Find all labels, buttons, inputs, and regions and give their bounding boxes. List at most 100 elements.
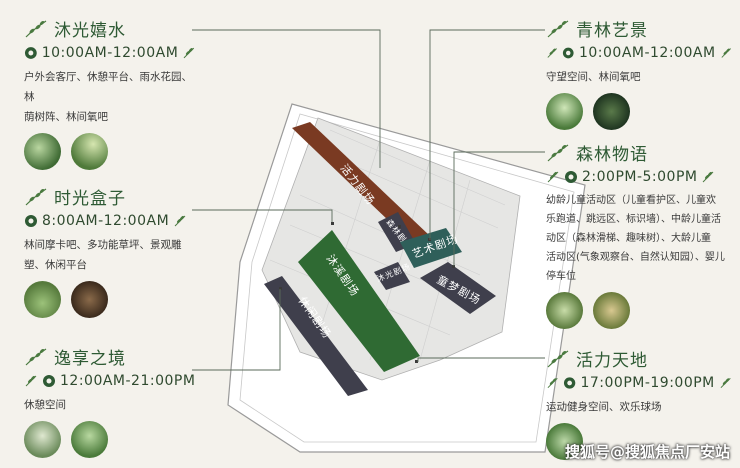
leaf-icon — [174, 215, 186, 227]
zone-label-xiuxian: 休闲剧场 — [296, 294, 335, 341]
zone-huoli — [292, 122, 430, 246]
photo-thumbnail — [71, 133, 108, 170]
flower-icon — [565, 171, 577, 183]
panel-sen-lin: 森林物语 2:00PM-5:00PM 幼龄儿童活动区（儿童看护区、儿童欢 乐跑道… — [546, 140, 734, 329]
panel-title-row: 青林艺景 — [546, 16, 732, 41]
panel-title: 沐光嬉水 — [54, 21, 126, 41]
leader-shi-guang — [192, 209, 333, 222]
panel-description: 林间摩卡吧、多功能草坪、景观雕 塑、休闲平台 — [24, 239, 182, 271]
panel-title: 森林物语 — [576, 145, 648, 165]
panel-title: 逸享之境 — [54, 349, 126, 369]
panel-mu-guang: 沐光嬉水 10:00AM-12:00AM 户外会客厅、休憩平台、雨水花园、林 荫… — [24, 16, 196, 170]
opening-time: 17:00PM-19:00PM — [580, 375, 715, 391]
flower-icon — [24, 47, 37, 59]
sprig-icon — [547, 144, 569, 161]
leader-yi-xiang — [192, 289, 281, 371]
zone-label-tongmeng: 童梦剧场 — [435, 272, 484, 307]
opening-time: 8:00AM-12:00AM — [42, 213, 170, 229]
site-boundary — [227, 103, 586, 453]
flower-icon — [564, 377, 576, 389]
panel-shi-guang: 时光盒子 8:00AM-12:00AM 林间摩卡吧、多功能草坪、景观雕 塑、休闲… — [24, 184, 196, 318]
panel-yi-xiang: 逸享之境 12:00AM-21:00PM 休憩空间 — [24, 344, 196, 458]
flower-icon — [43, 375, 55, 387]
photo-thumbnail — [24, 421, 61, 458]
opening-time: 10:00AM-12:00AM — [578, 45, 716, 61]
leaf-icon — [703, 171, 714, 183]
time-row: 2:00PM-5:00PM — [546, 169, 734, 185]
panel-qing-lin: 青林艺景 10:00AM-12:00AM 守望空间、林间氧吧 — [546, 16, 732, 130]
zone-label-muxi: 沐溪剧场 — [324, 252, 363, 299]
photo-thumbnail — [24, 281, 61, 318]
photo-thumbnail — [71, 421, 108, 458]
photo-thumbnail — [546, 423, 583, 460]
site-inner-boundary — [239, 113, 575, 443]
zone-tongmeng — [420, 262, 496, 314]
plan-gridlines — [269, 129, 506, 361]
leaf-icon — [25, 375, 37, 387]
panel-description: 休憩空间 — [24, 399, 66, 411]
panel-title: 活力天地 — [576, 351, 648, 371]
panel-description: 守望空间、林间氧吧 — [546, 71, 641, 83]
time-row: 8:00AM-12:00AM — [24, 213, 196, 229]
leader-qing-lin — [429, 29, 545, 240]
leaf-icon — [547, 48, 558, 58]
zone-muxi — [298, 230, 420, 372]
photo-thumbnail — [593, 292, 630, 329]
panel-title-row: 沐光嬉水 — [24, 16, 196, 41]
zone-xiuxian — [264, 276, 368, 396]
opening-time: 12:00AM-21:00PM — [60, 373, 196, 389]
sprig-icon — [547, 350, 569, 367]
opening-time: 2:00PM-5:00PM — [582, 169, 698, 185]
photo-thumbnail — [24, 133, 61, 170]
leader-mu-guang — [192, 29, 381, 168]
panel-description: 幼龄儿童活动区（儿童看护区、儿童欢 乐跑道、跳远区、标识墙）、中龄儿童活 动区（… — [546, 195, 725, 282]
panel-description: 户外会客厅、休憩平台、雨水花园、林 荫树阵、林间氧吧 — [24, 71, 192, 123]
opening-time: 10:00AM-12:00AM — [41, 45, 179, 61]
panel-huo-li: 活力天地 17:00PM-19:00PM 运动健身空间、欢乐球场 — [546, 346, 732, 460]
thumbnail-row — [546, 93, 732, 130]
zone-label-senlin: 森林剧场 — [384, 217, 414, 252]
thumbnail-row — [24, 281, 196, 318]
photo-thumbnail — [546, 292, 583, 329]
photo-thumbnail — [71, 281, 108, 318]
sprig-icon — [25, 20, 47, 37]
photo-thumbnail — [546, 93, 583, 130]
panel-title-row: 森林物语 — [546, 140, 734, 165]
zone-label-huoli: 活力剧场 — [338, 161, 379, 207]
zone-yishu — [400, 228, 462, 268]
leaf-icon — [720, 48, 731, 58]
time-row: 17:00PM-19:00PM — [546, 375, 732, 391]
sprig-icon — [547, 20, 569, 37]
leaf-icon — [183, 47, 195, 59]
time-row: 10:00AM-12:00AM — [24, 45, 196, 61]
sprig-icon — [25, 188, 47, 205]
leaf-icon — [720, 377, 731, 389]
zone-senlin — [378, 212, 416, 252]
thumbnail-row — [24, 421, 196, 458]
zone-label-muguang: 沐光剧场 — [375, 261, 412, 284]
watermark: 搜狐号@搜狐焦点厂安站 — [564, 443, 730, 461]
thumbnail-row — [546, 292, 734, 329]
panel-title: 青林艺景 — [576, 21, 648, 41]
leader-huo-li — [417, 357, 545, 362]
time-row: 10:00AM-12:00AM — [546, 45, 732, 61]
panel-title-row: 时光盒子 — [24, 184, 196, 209]
flower-icon — [563, 47, 575, 59]
flower-icon — [25, 215, 37, 227]
building-block — [261, 117, 521, 381]
time-row: 12:00AM-21:00PM — [24, 373, 196, 389]
leaf-icon — [547, 171, 559, 183]
panel-title-row: 活力天地 — [546, 346, 732, 371]
panel-title: 时光盒子 — [54, 189, 126, 209]
panel-title-row: 逸享之境 — [24, 344, 196, 369]
zone-muguang — [374, 262, 410, 290]
sprig-icon — [25, 348, 47, 365]
leaf-icon — [547, 377, 558, 389]
plan-markers — [279, 222, 455, 363]
zone-label-yishu: 艺术剧场 — [410, 231, 460, 261]
leader-sen-lin — [453, 151, 545, 266]
photo-thumbnail — [593, 93, 630, 130]
thumbnail-row — [546, 423, 732, 460]
panel-description: 运动健身空间、欢乐球场 — [546, 401, 662, 413]
thumbnail-row — [24, 133, 196, 170]
